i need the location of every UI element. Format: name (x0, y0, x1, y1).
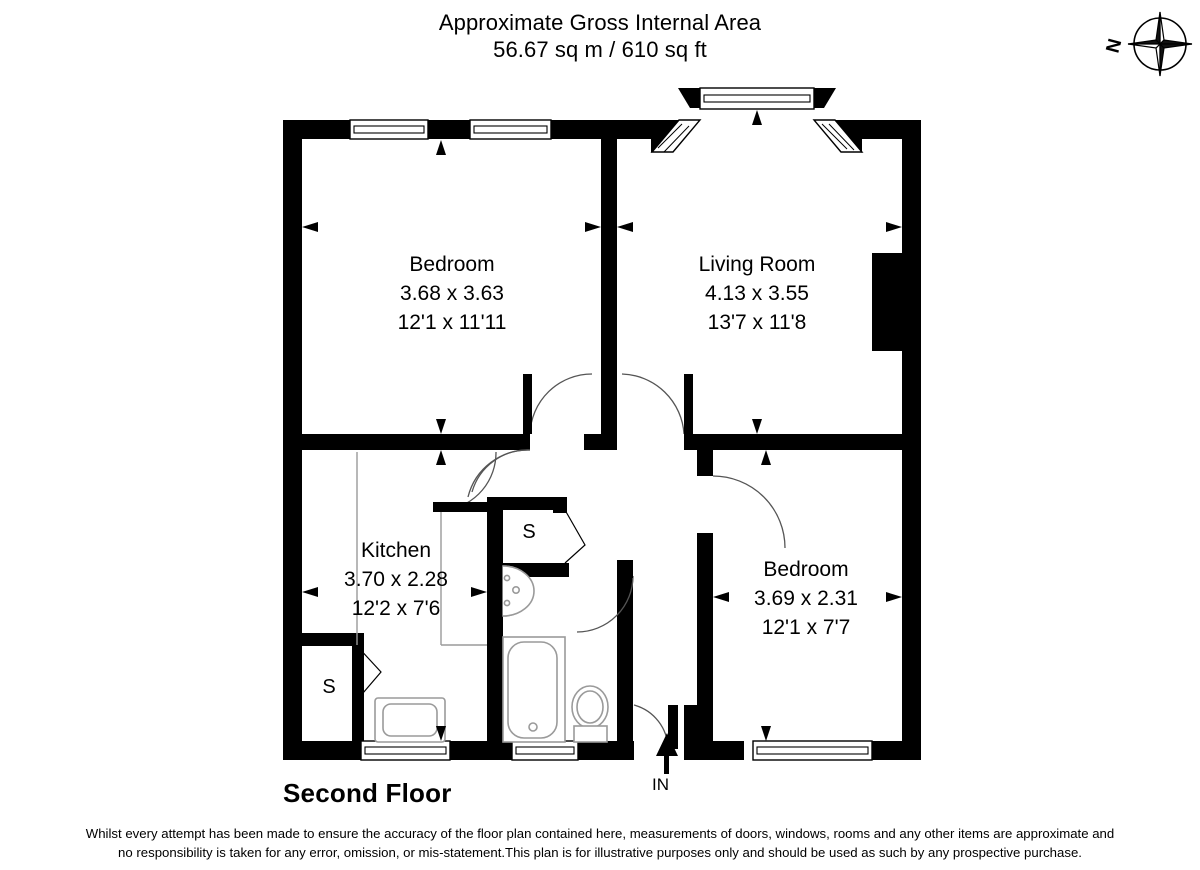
bathroom-basin-fixture (502, 565, 535, 617)
disclaimer-line-1: Whilst every attempt has been made to en… (85, 826, 1115, 841)
room-label-living-room: Living Room 4.13 x 3.55 13'7 x 11'8 (660, 250, 854, 337)
room-dimensions-metric: 3.69 x 2.31 (754, 587, 858, 610)
kitchen-sink-fixture (374, 697, 446, 743)
dimension-marker-group (302, 110, 902, 774)
compass-rose-icon: N (1103, 11, 1193, 77)
room-dimensions-imperial: 12'2 x 7'6 (351, 597, 441, 620)
wall-outline (283, 88, 921, 760)
entrance-in-label: IN (652, 775, 669, 794)
room-dimensions-metric: 4.13 x 3.55 (705, 282, 809, 305)
room-dimensions-imperial: 12'1 x 7'7 (761, 616, 851, 639)
disclaimer-line-2: no responsibility is taken for any error… (118, 845, 1082, 860)
room-dimensions-metric: 3.68 x 3.63 (400, 282, 504, 305)
room-dimensions-metric: 3.70 x 2.28 (344, 568, 448, 591)
room-label-bedroom-rear: Bedroom 3.69 x 2.31 12'1 x 7'7 (718, 555, 894, 642)
room-dimensions-imperial: 12'1 x 11'11 (397, 311, 507, 334)
room-name: Living Room (698, 253, 816, 276)
window-bathroom-bottom (511, 740, 579, 761)
window-bedroom-rear-bottom (752, 740, 873, 761)
room-label-kitchen: Kitchen 3.70 x 2.28 12'2 x 7'6 (308, 536, 484, 623)
room-dimensions-imperial: 13'7 x 11'8 (707, 311, 807, 334)
window-bedroom-front-right (469, 119, 552, 140)
gross-internal-area-title: Approximate Gross Internal Area (438, 10, 762, 35)
window-bay-centre (699, 87, 815, 110)
gross-internal-area-value: 56.67 sq m / 610 sq ft (493, 37, 707, 62)
compass-north-letter: N (1103, 37, 1127, 56)
window-bay-right (812, 119, 864, 153)
door-jamb-group (302, 450, 713, 749)
room-name: Bedroom (409, 253, 495, 276)
fixture-group (356, 452, 609, 743)
window-kitchen-bottom (360, 740, 451, 761)
window-group (349, 87, 873, 761)
window-bay-left (650, 119, 702, 153)
toilet-fixture (571, 685, 609, 743)
closet-label-lower: S (322, 676, 336, 698)
room-label-bedroom-front: Bedroom 3.68 x 3.63 12'1 x 11'11 (355, 250, 549, 337)
bathtub-fixture (502, 636, 566, 743)
closet-label-upper: S (522, 521, 536, 543)
room-name: Kitchen (360, 539, 432, 562)
window-bedroom-front-left (349, 119, 429, 140)
floor-title: Second Floor (283, 778, 452, 808)
room-name: Bedroom (763, 558, 849, 581)
